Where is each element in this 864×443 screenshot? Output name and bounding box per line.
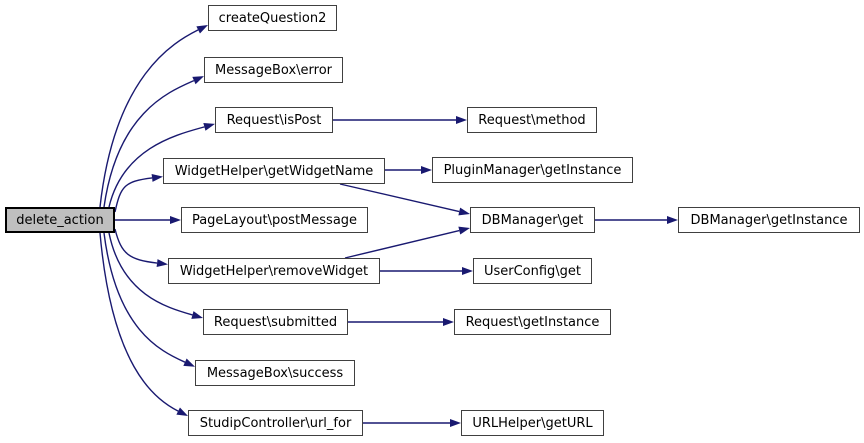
edge-WidgetHelper_removeWidget-to-DBManager_get <box>344 229 460 259</box>
arrowhead-Request_isPost-to-Request_method <box>456 116 467 124</box>
arrowhead-delete_action-to-MessageBox_success <box>183 358 195 367</box>
edge-delete_action-to-Request_submitted <box>108 232 193 316</box>
edge-delete_action-to-createQuestion2 <box>99 29 199 208</box>
node-PageLayout_postMessage[interactable]: PageLayout\postMessage <box>181 207 368 233</box>
arrowhead-DBManager_get-to-DBManager_getInstance <box>667 216 678 224</box>
node-delete_action: delete_action <box>5 207 115 233</box>
node-MessageBox_error[interactable]: MessageBox\error <box>204 57 343 83</box>
arrowhead-WidgetHelper_removeWidget-to-UserConfig_get <box>462 267 473 275</box>
node-UserConfig_get[interactable]: UserConfig\get <box>473 258 592 284</box>
arrowhead-delete_action-to-createQuestion2 <box>196 25 208 34</box>
arrowhead-delete_action-to-WidgetHelper_getWidgetName <box>151 173 163 182</box>
edge-delete_action-to-WidgetHelper_getWidgetName <box>114 177 153 213</box>
arrowhead-Request_submitted-to-Request_getInstance <box>443 318 454 326</box>
node-WidgetHelper_removeWidget[interactable]: WidgetHelper\removeWidget <box>168 258 380 284</box>
arrowhead-WidgetHelper_getWidgetName-to-PluginManager_getInstance <box>421 166 432 174</box>
edge-delete_action-to-MessageBox_error <box>103 79 195 208</box>
arrowhead-delete_action-to-Request_isPost <box>203 123 215 131</box>
node-URLHelper_getURL[interactable]: URLHelper\getURL <box>461 410 604 436</box>
edge-delete_action-to-WidgetHelper_removeWidget <box>114 228 158 264</box>
node-PluginManager_getInstance[interactable]: PluginManager\getInstance <box>432 157 633 183</box>
node-Request_method[interactable]: Request\method <box>467 107 597 133</box>
node-Request_submitted[interactable]: Request\submitted <box>203 309 348 335</box>
arrowhead-delete_action-to-WidgetHelper_removeWidget <box>156 259 168 268</box>
node-DBManager_get[interactable]: DBManager\get <box>470 207 595 233</box>
node-StudipController_url_for[interactable]: StudipController\url_for <box>188 410 363 436</box>
node-createQuestion2[interactable]: createQuestion2 <box>208 5 337 31</box>
edge-delete_action-to-MessageBox_success <box>103 232 186 363</box>
arrowhead-delete_action-to-StudipController_url_for <box>176 407 188 416</box>
edge-delete_action-to-Request_isPost <box>108 126 205 208</box>
node-DBManager_getInstance[interactable]: DBManager\getInstance <box>678 207 860 233</box>
arrowhead-WidgetHelper_getWidgetName-to-DBManager_get <box>458 207 470 216</box>
node-MessageBox_success[interactable]: MessageBox\success <box>195 360 355 386</box>
arrowhead-WidgetHelper_removeWidget-to-DBManager_get <box>458 226 470 235</box>
node-WidgetHelper_getWidgetName[interactable]: WidgetHelper\getWidgetName <box>163 158 385 184</box>
node-Request_getInstance[interactable]: Request\getInstance <box>454 309 611 335</box>
node-Request_isPost[interactable]: Request\isPost <box>215 107 333 133</box>
arrowhead-delete_action-to-Request_submitted <box>191 311 203 319</box>
edge-WidgetHelper_getWidgetName-to-DBManager_get <box>339 183 460 213</box>
arrowhead-StudipController_url_for-to-URLHelper_getURL <box>450 419 461 427</box>
edge-delete_action-to-StudipController_url_for <box>99 232 179 412</box>
arrowhead-delete_action-to-PageLayout_postMessage <box>170 216 181 224</box>
arrowhead-delete_action-to-MessageBox_error <box>192 76 204 85</box>
